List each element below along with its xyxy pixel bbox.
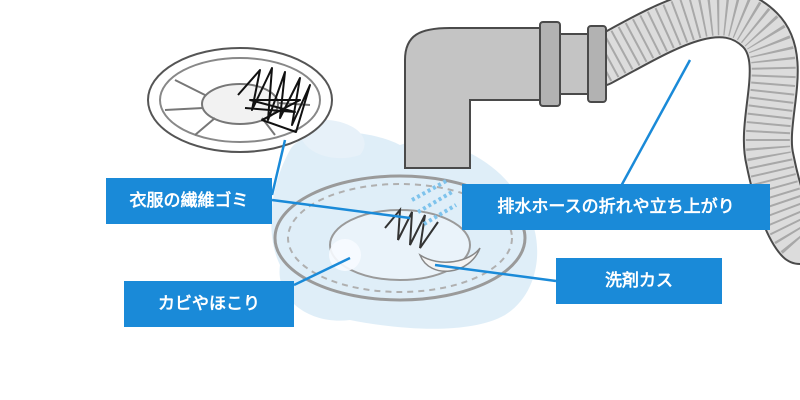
label-fiber-lint: 衣服の繊維ゴミ [106, 178, 272, 224]
drain-trap-cover [147, 47, 333, 153]
drain-lint [384, 206, 439, 249]
label-detergent-residue: 洗剤カス [556, 258, 722, 304]
leader-mold [293, 256, 351, 287]
corrugated-hose [575, 0, 800, 265]
label-hose-kink: 排水ホースの折れや立ち上がり [462, 184, 770, 230]
leader-fiber-drain [271, 198, 411, 220]
water-stream [411, 178, 458, 226]
leader-detergent [434, 263, 557, 283]
leader-fiber [270, 139, 287, 196]
leader-hose [618, 59, 692, 189]
elbow-pipe [404, 21, 607, 169]
fiber-lint [237, 67, 311, 133]
label-mold-dust: カビやほこり [124, 281, 294, 327]
